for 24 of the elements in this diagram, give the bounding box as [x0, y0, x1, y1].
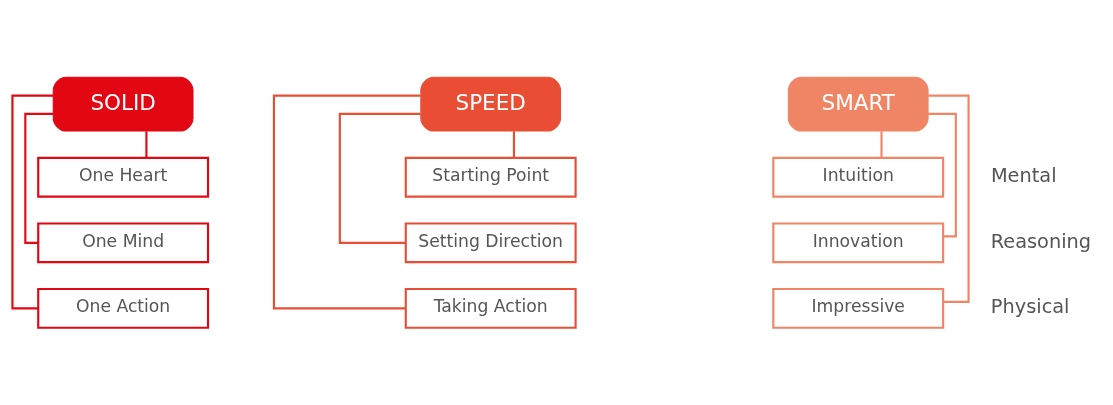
connector	[338, 112, 421, 244]
node-box: SMART	[787, 76, 929, 132]
connector	[880, 131, 883, 158]
connector	[512, 131, 516, 158]
connector	[11, 94, 54, 310]
label: Mental	[990, 163, 1057, 187]
node-box: Taking Action	[404, 287, 577, 329]
node-box: Starting Point	[404, 156, 577, 198]
node-box: Innovation	[772, 222, 945, 264]
node-box: Impressive	[772, 287, 945, 329]
node-box: One Mind	[37, 222, 210, 264]
node-box: Intuition	[772, 156, 945, 198]
connector	[928, 94, 970, 303]
node-box: One Action	[37, 287, 210, 329]
label: Physical	[990, 295, 1070, 319]
node-box: Setting Direction	[404, 222, 577, 264]
connector	[24, 112, 54, 244]
node-box: SPEED	[420, 76, 562, 132]
label: Reasoning	[990, 229, 1092, 253]
node-box: SOLID	[52, 76, 194, 132]
node-box: One Heart	[37, 156, 210, 198]
connector	[272, 94, 421, 310]
connector	[145, 131, 148, 158]
connector	[928, 112, 957, 238]
